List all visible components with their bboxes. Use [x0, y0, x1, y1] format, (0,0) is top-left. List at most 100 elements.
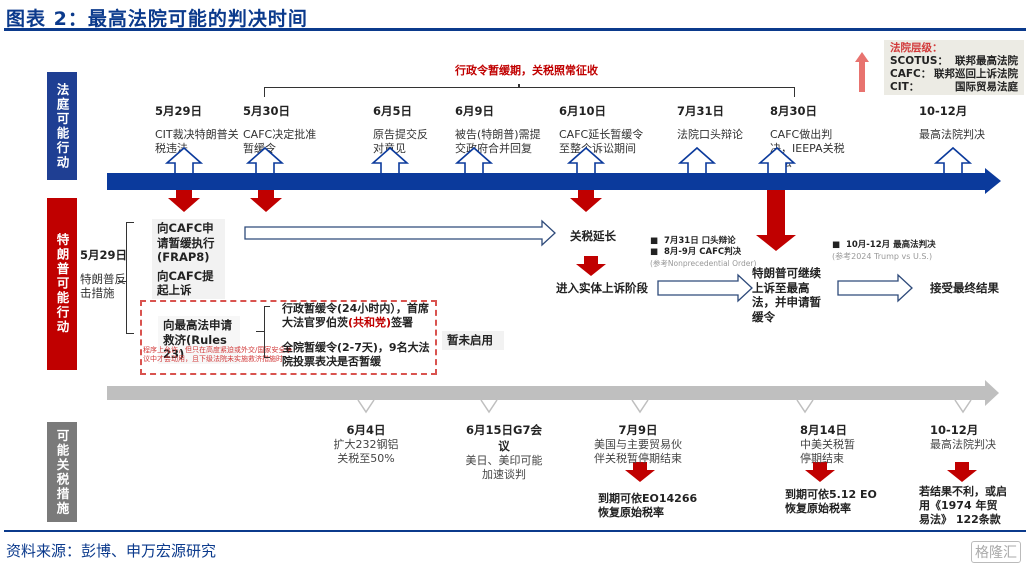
option-appeal: 向CAFC提起上诉: [157, 268, 214, 298]
scotus-relief-note: 程序上允许，但只在高度紧迫或外交/国家安全争议中才会动用，且下级法院未实施救济措…: [143, 346, 293, 363]
tariff-event-date: 10-12月: [930, 423, 979, 437]
stay-option-admin-text: 行政暂缓令(24小时内），首席大法官罗伯茨: [282, 302, 429, 329]
bullet-text: 8月-9月 CAFC判决: [663, 247, 742, 257]
trump-counter-label: 特朗普反击措施: [80, 272, 126, 300]
stay-option-full-court: 全院暂缓令(2-7天)，9名大法院投票表决是否暂缓: [282, 341, 430, 368]
event-desc: 法院口头辩论: [677, 128, 743, 141]
gray-marker-icon: [631, 399, 649, 414]
red-down-arrow-icon: [570, 190, 602, 212]
court-hierarchy-legend: 法院层级： SCOTUS： 联邦最高法院 CAFC：联邦巡回上诉法院 CIT： 国际…: [884, 40, 1024, 95]
tariff-event: 6月4日 扩大232钢铝关税至50%: [321, 422, 411, 465]
court-event: 6月10日 CAFC延长暂缓令至整个诉讼期间: [559, 103, 644, 156]
tariff-event-desc: 美国与主要贸易伙伴关税暂停期结束: [594, 438, 682, 465]
tariff-event-result: 到期可依EO14266恢复原始税率: [598, 492, 698, 519]
legend-name: 联邦巡回上诉法院: [934, 68, 1018, 80]
legend-abbr: SCOTUS：: [890, 55, 948, 67]
tariff-event-date: 8月14日: [800, 423, 848, 437]
court-timeline-arrowhead: [985, 168, 1001, 194]
brace-stub: [118, 281, 126, 283]
event-desc: 被告(特朗普)需提交政府合并回复: [455, 128, 541, 155]
status-not-used: 暂未启用: [442, 331, 504, 350]
court-event: 7月31日 法院口头辩论: [677, 103, 757, 142]
trump-options-brace: [126, 222, 134, 334]
event-desc: CAFC延长暂缓令至整个诉讼期间: [559, 128, 644, 155]
tariff-event: 7月9日 美国与主要贸易伙伴关税暂停期结束: [593, 422, 683, 465]
event-desc: CAFC做出判决，IEEPA关税违法: [770, 128, 845, 169]
hollow-up-arrow-icon: [933, 146, 973, 176]
trump-date: 5月29日: [80, 248, 128, 262]
hollow-right-arrow-icon: [244, 219, 556, 247]
bracket-tick: [518, 84, 520, 88]
event-date: 6月10日: [559, 104, 607, 118]
legend-abbr: CIT：: [890, 81, 920, 93]
tariff-event-result: 若结果不利，或启用《1974 年贸易法》 122条款: [919, 485, 1007, 526]
court-timeline-axis: [107, 173, 987, 190]
bullet-item: ■ 7月31日 口头辩论: [650, 236, 736, 246]
bullet-text: 10月-12月 最高法判决: [845, 240, 936, 250]
option-frap8: 向CAFC申请暂缓执行(FRAP8): [157, 221, 215, 264]
appeal-to-scotus-label: 特朗普可继续上诉至最高法，并申请暂缓令: [752, 266, 821, 324]
court-event: 6月5日 原告提交反对意见: [373, 103, 435, 156]
lane-label-trump: 特朗普可能行动: [47, 198, 77, 370]
event-date: 8月30日: [770, 104, 818, 118]
stay-option-admin-sign: 签署: [391, 316, 414, 329]
event-date: 6月5日: [373, 104, 413, 118]
footer-divider: [4, 530, 1026, 532]
tariff-event: 8月14日 中美关税暂停期结束: [800, 422, 862, 465]
legend-name: 国际贸易法庭: [955, 81, 1018, 93]
tariff-event: 10-12月 最高法院判决: [930, 422, 1010, 452]
stay-period-label: 行政令暂缓期，关税照常征收: [455, 64, 598, 77]
hollow-up-arrow-icon: [677, 146, 717, 176]
stay-option-admin: 行政暂缓令(24小时内），首席大法官罗伯茨(共和党)签署: [282, 302, 432, 330]
lane-label-court: 法庭可能行动: [47, 72, 77, 180]
event-date: 7月31日: [677, 104, 725, 118]
red-down-arrow-icon: [168, 190, 200, 212]
source-note: 资料来源：彭博、申万宏源研究: [6, 542, 217, 560]
event-desc: 最高法院判决: [919, 128, 985, 141]
brace-stub: [256, 331, 264, 333]
red-down-arrow-icon: [947, 462, 977, 482]
gray-marker-icon: [954, 399, 972, 414]
legend-name: 联邦最高法院: [955, 55, 1018, 67]
stay-options-brace: [264, 306, 270, 358]
event-desc: 原告提交反对意见: [373, 128, 428, 155]
legend-row: CAFC：联邦巡回上诉法院: [890, 68, 1018, 81]
stay-period-bracket: [264, 87, 795, 97]
court-event: 6月9日 被告(特朗普)需提交政府合并回复: [455, 103, 545, 156]
court-hierarchy-arrow-icon: [855, 52, 869, 92]
lane-label-tariff: 可能关税措施: [47, 422, 77, 522]
event-desc: CIT裁决特朗普关税违法: [155, 128, 239, 155]
legend-row: SCOTUS： 联邦最高法院: [890, 55, 1018, 68]
bullet-item: ■ 10月-12月 最高法判决: [832, 240, 936, 250]
final-result-label: 接受最终结果: [930, 281, 999, 295]
tariff-timeline-arrowhead: [985, 380, 999, 406]
party-highlight: (共和党): [348, 316, 392, 329]
red-down-arrow-icon: [805, 462, 835, 482]
court-event: 8月30日 CAFC做出判决，IEEPA关税违法: [770, 103, 850, 170]
gray-marker-icon: [796, 399, 814, 414]
tariff-event-desc: 扩大232钢铝关税至50%: [333, 438, 399, 465]
event-date: 6月9日: [455, 104, 495, 118]
merits-appeal-label: 进入实体上诉阶段: [556, 281, 648, 295]
hollow-right-arrow-icon: [837, 273, 913, 303]
tariff-extended-label: 关税延长: [570, 229, 616, 243]
gray-marker-icon: [357, 399, 375, 414]
tariff-event-result: 到期可依5.12 EO恢复原始税率: [785, 488, 877, 515]
legend-row: CIT： 国际贸易法庭: [890, 81, 1018, 94]
tariff-event-desc: 中美关税暂停期结束: [800, 438, 855, 465]
tariff-event-desc: 美日、美印可能加速谈判: [465, 454, 543, 481]
bullet-note: (参考Nonprecedential Order): [650, 259, 757, 268]
gray-marker-icon: [480, 399, 498, 414]
tariff-event-date: 7月9日: [618, 423, 658, 437]
event-desc: CAFC决定批准暂缓令: [243, 128, 317, 155]
trump-option-group: 向CAFC申请暂缓执行(FRAP8) 向CAFC提起上诉: [152, 219, 225, 299]
red-down-arrow-icon: [576, 256, 606, 276]
title-divider: [4, 28, 1026, 31]
event-date: 5月29日: [155, 104, 203, 118]
legend-title: 法院层级：: [890, 42, 943, 54]
scotus-schedule-list: ■ 10月-12月 最高法判决 (参考2024 Trump vs U.S.): [832, 240, 936, 262]
tariff-event-date: 6月15日G7会议: [466, 423, 542, 453]
page-title: 图表 2：最高法院可能的判决时间: [6, 8, 308, 30]
scotus-relief-box: [140, 300, 437, 375]
red-down-arrow-icon: [756, 190, 796, 251]
